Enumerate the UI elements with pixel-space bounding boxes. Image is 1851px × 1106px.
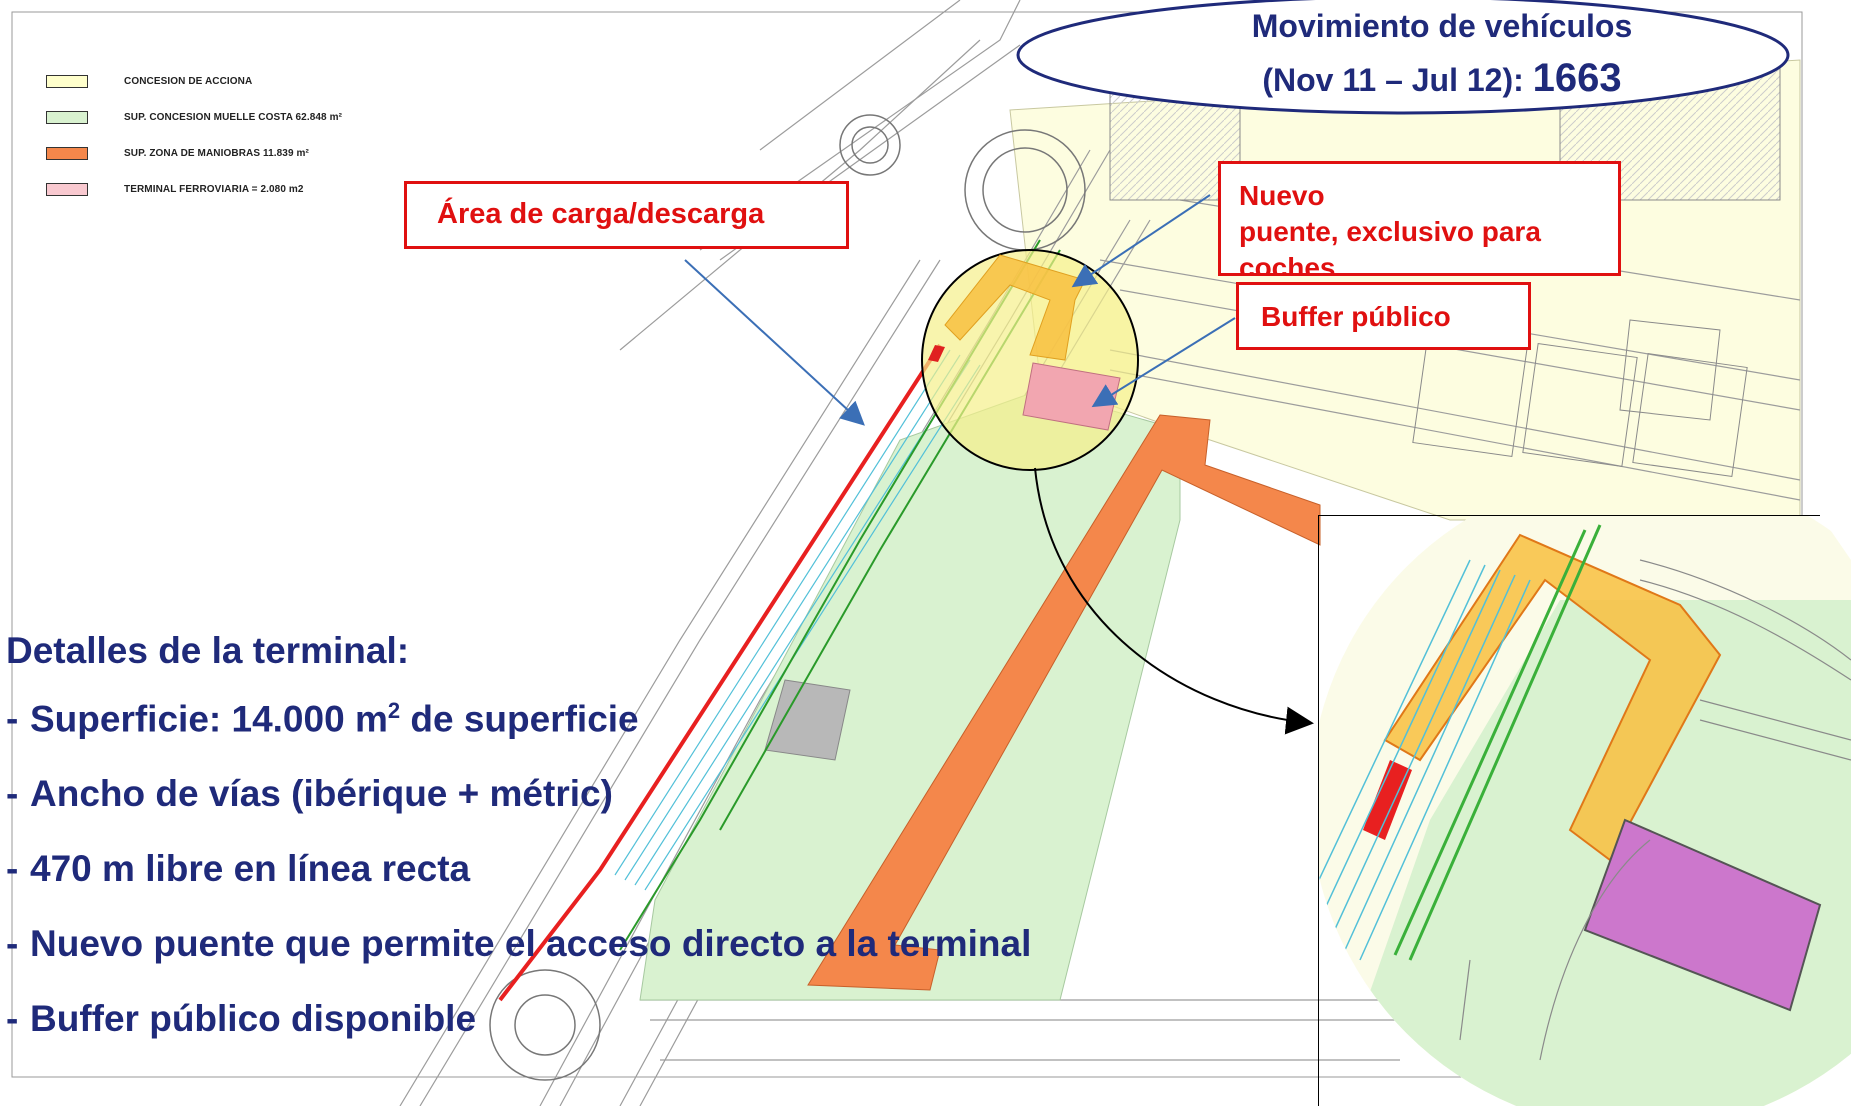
stats-line-2: (Nov 11 – Jul 12): 1663 bbox=[1002, 52, 1851, 106]
rail-tracks bbox=[614, 349, 981, 891]
callout-new-bridge: Nuevo puente, exclusivo para coches bbox=[1218, 161, 1621, 276]
details-superficie-text: Superficie: 14.000 m2 de superficie bbox=[30, 698, 639, 773]
bullet-dash: - bbox=[6, 698, 19, 739]
legend-label-maniobras: SUP. ZONA DE MANIOBRAS 11.839 m² bbox=[124, 147, 309, 159]
legend-item-maniobras: SUP. ZONA DE MANIOBRAS 11.839 m² bbox=[46, 135, 342, 171]
red-rail-end bbox=[928, 345, 945, 362]
zoom-connector-arrow bbox=[1034, 467, 1314, 735]
maneuver-zone bbox=[807, 414, 1321, 991]
callout-loading-area: Área de carga/descarga bbox=[404, 181, 849, 249]
stats-line-1: Movimiento de vehículos bbox=[1251, 8, 1633, 44]
arrow-to-bridge bbox=[1071, 194, 1211, 288]
legend-label-terminal-ferroviaria: TERMINAL FERROVIARIA = 2.080 m2 bbox=[124, 183, 304, 195]
details-item-nuevo-puente: - Nuevo puente que permite el acceso dir… bbox=[6, 923, 1031, 998]
new-bridge-shape bbox=[944, 254, 1086, 361]
bullet-dash: - bbox=[6, 923, 19, 964]
details-item-text: Nuevo puente que permite el acceso direc… bbox=[30, 923, 1032, 964]
details-title: Detalles de la terminal: bbox=[6, 630, 410, 671]
legend-swatch-maniobras bbox=[46, 146, 88, 160]
rail-corridor-red-line bbox=[498, 343, 942, 1002]
stats-count: 1663 bbox=[1532, 56, 1622, 100]
bullet-dash: - bbox=[6, 998, 19, 1039]
legend-item-terminal-ferroviaria: TERMINAL FERROVIARIA = 2.080 m2 bbox=[46, 171, 342, 207]
details-item-libre: - 470 m libre en línea recta bbox=[6, 848, 1031, 923]
details-item-text: Ancho de vías (ibérique + métric) bbox=[30, 773, 613, 814]
details-item-buffer: - Buffer público disponible bbox=[6, 998, 1031, 1073]
terminal-details: Detalles de la terminal: - Superficie: 1… bbox=[6, 630, 1031, 1073]
details-item-text: 470 m libre en línea recta bbox=[30, 848, 471, 889]
legend-label-acciona: CONCESION DE ACCIONA bbox=[124, 75, 253, 87]
arrow-to-buffer bbox=[1091, 317, 1236, 408]
callout-new-bridge-line-1: Nuevo bbox=[1239, 180, 1325, 211]
callout-new-bridge-line-3: coches bbox=[1239, 252, 1336, 276]
legend-swatch-acciona bbox=[46, 74, 88, 88]
details-item-text: Buffer público disponible bbox=[30, 998, 477, 1039]
superficie-suffix: de superficie bbox=[400, 698, 639, 740]
bullet-dash: - bbox=[6, 848, 19, 889]
warehouse-block bbox=[764, 679, 851, 761]
vehicle-movement-stats: Movimiento de vehículos (Nov 11 – Jul 12… bbox=[1002, 0, 1851, 106]
stats-period: (Nov 11 – Jul 12): bbox=[1262, 62, 1533, 98]
map-legend: CONCESION DE ACCIONA SUP. CONCESION MUEL… bbox=[46, 63, 342, 207]
zoom-inset bbox=[1318, 515, 1851, 1106]
legend-item-acciona: CONCESION DE ACCIONA bbox=[46, 63, 342, 99]
callout-public-buffer: Buffer público bbox=[1236, 282, 1531, 350]
legend-swatch-muelle-costa bbox=[46, 110, 88, 124]
public-buffer-zone bbox=[1022, 362, 1121, 431]
legend-label-muelle-costa: SUP. CONCESION MUELLE COSTA 62.848 m² bbox=[124, 111, 343, 123]
superficie-prefix: Superficie: 14.000 m bbox=[30, 698, 388, 740]
details-item-ancho-vias: - Ancho de vías (ibérique + métric) bbox=[6, 773, 1031, 848]
bullet-dash: - bbox=[6, 773, 19, 814]
legend-item-muelle-costa: SUP. CONCESION MUELLE COSTA 62.848 m² bbox=[46, 99, 342, 135]
legend-swatch-terminal-ferroviaria bbox=[46, 182, 88, 196]
callout-loading-area-text: Área de carga/descarga bbox=[437, 198, 765, 230]
details-item-superficie: - Superficie: 14.000 m2 de superficie bbox=[6, 698, 1031, 773]
arrow-to-rail bbox=[684, 259, 865, 426]
callout-public-buffer-text: Buffer público bbox=[1261, 301, 1451, 332]
stats-ellipse bbox=[1016, 0, 1790, 115]
superficie-superscript: 2 bbox=[387, 698, 401, 723]
callout-new-bridge-line-2: puente, exclusivo para bbox=[1239, 216, 1541, 247]
